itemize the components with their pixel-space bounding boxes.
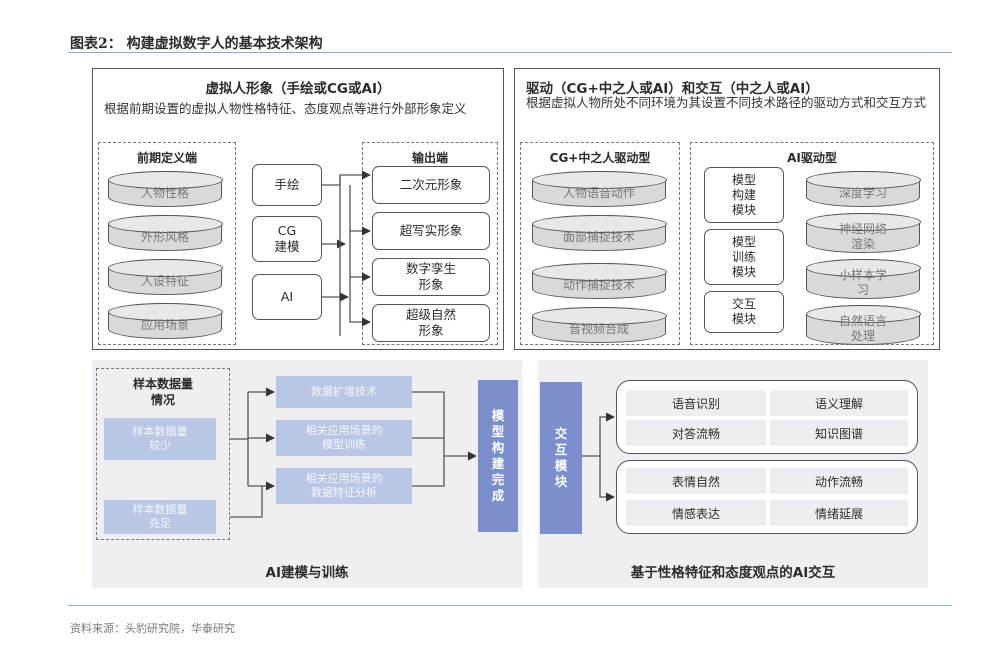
cg-group-label: CG+中之人驱动型 — [549, 151, 651, 165]
source-note: 资料来源：头豹研究院，华泰研究 — [70, 622, 235, 635]
ai-module: 交互 模块 — [704, 291, 784, 333]
interaction-item: 情绪延展 — [770, 500, 908, 526]
interaction-item: 知识图谱 — [770, 420, 908, 446]
right-panel-desc: 根据虚拟人物所处不同环境为其设置不同技术路径的驱动方式和交互方式 — [526, 95, 927, 110]
interaction-item: 对答流畅 — [626, 420, 766, 446]
right-panel-title: 驱动（CG+中之人或AI）和交互（中之人或AI） — [526, 81, 819, 97]
cg-item: 动作捕捉技术 — [531, 262, 667, 299]
output-item: 超级自然 形象 — [372, 304, 490, 342]
cg-item: 面部捕捉技术 — [531, 214, 667, 251]
interaction-item: 表情自然 — [626, 468, 766, 494]
ai-item: 小样本学 习 — [805, 258, 921, 299]
tech-data-augmentation: 数据扩增技术 — [276, 376, 412, 408]
left-panel-title: 虚拟人形象（手绘或CG或AI） — [205, 81, 391, 97]
interaction-item: 语音识别 — [626, 390, 766, 416]
prestage-group — [98, 142, 236, 345]
interaction-item: 动作流畅 — [770, 468, 908, 494]
ai-item: 自然语言 处理 — [805, 304, 921, 345]
bottom-left-caption: AI建模与训练 — [265, 565, 349, 581]
prestage-item: 外形风格 — [107, 214, 223, 251]
model-complete-bar: 模 型 构 建 完 成 — [478, 380, 518, 532]
tech-model-training: 相关应用场景的 模型训练 — [276, 420, 412, 456]
output-item: 二次元形象 — [372, 166, 490, 204]
ai-group-label: AI驱动型 — [787, 151, 837, 165]
interaction-item: 情感表达 — [626, 500, 766, 526]
footer-divider — [68, 605, 952, 606]
title-divider — [68, 52, 952, 53]
cg-item: 音视频合成 — [531, 306, 667, 343]
prestage-item: 应用场景 — [107, 302, 223, 339]
output-item: 数字孪生 形象 — [372, 258, 490, 296]
method-ai: AI — [252, 274, 322, 320]
sample-group — [96, 368, 230, 540]
sample-box-enough: 样本数据量 充足 — [104, 500, 216, 534]
interaction-item: 语义理解 — [770, 390, 908, 416]
cg-group — [520, 142, 680, 345]
left-panel-desc: 根据前期设置的虚拟人物性格特征、态度观点等进行外部形象定义 — [104, 101, 467, 116]
prestage-item: 人设特征 — [107, 258, 223, 295]
ai-group — [690, 142, 934, 345]
output-group — [362, 142, 498, 345]
ai-module: 模型 训练 模块 — [704, 229, 784, 285]
output-item: 超写实形象 — [372, 212, 490, 250]
cg-item: 人物语音动作 — [531, 170, 667, 207]
sample-label: 样本数据量 情况 — [132, 377, 193, 407]
prestage-item: 人物性格 — [107, 170, 223, 207]
ai-item: 神经网络 渲染 — [805, 212, 921, 253]
prestage-label: 前期定义端 — [136, 151, 197, 165]
sample-box-few: 样本数据量 较少 — [104, 418, 216, 460]
ai-module: 模型 构建 模块 — [704, 167, 784, 223]
method-hand-drawn: 手绘 — [252, 164, 322, 206]
figure-title: 图表2： 构建虚拟数字人的基本技术架构 — [70, 36, 323, 52]
output-label: 输出端 — [411, 151, 448, 165]
ai-item: 深度学习 — [805, 170, 921, 207]
tech-feature-analysis: 相关应用场景的 数据特征分析 — [276, 468, 412, 504]
bottom-right-caption: 基于性格特征和态度观点的AI交互 — [630, 565, 836, 581]
method-cg-modeling: CG 建模 — [252, 216, 322, 262]
interaction-module-bar: 交 互 模 块 — [540, 382, 582, 534]
